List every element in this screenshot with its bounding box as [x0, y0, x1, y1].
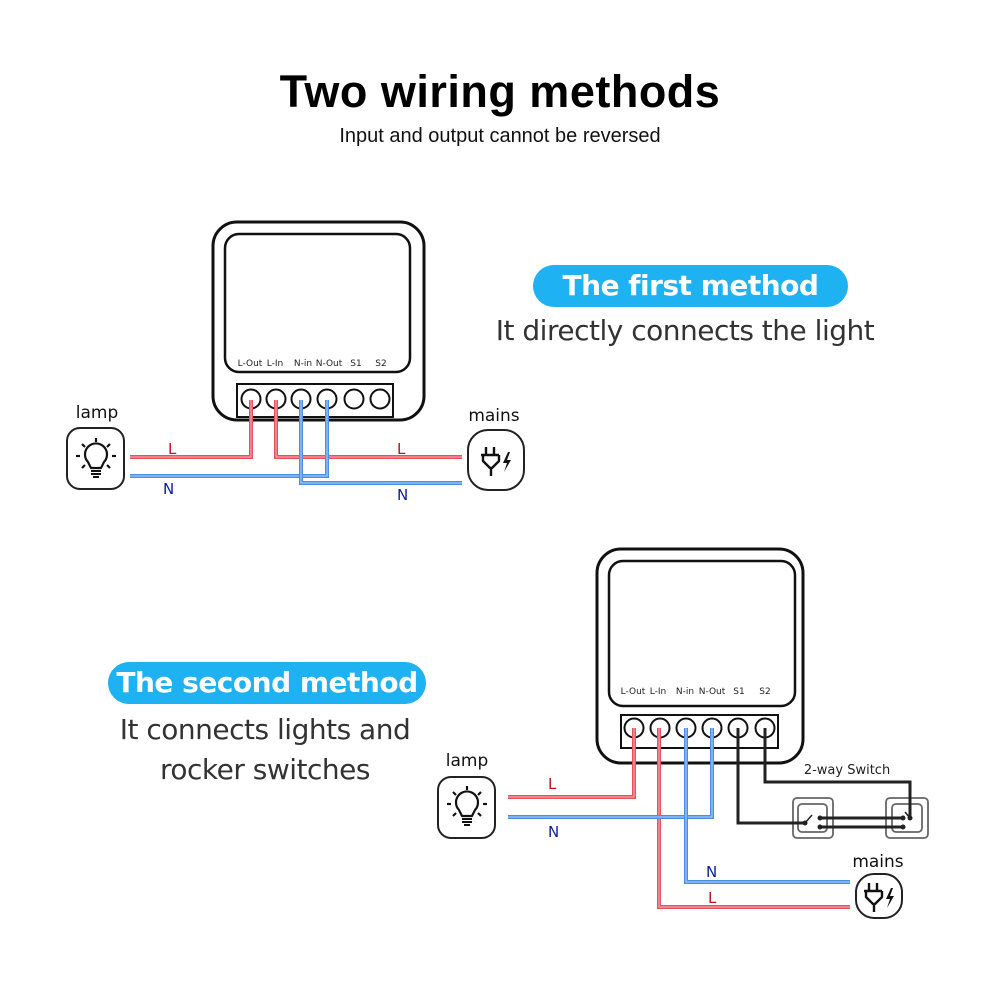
method2-wires: [508, 728, 913, 909]
m1-terminal-label: N-Out: [316, 359, 343, 369]
method1-device: [211, 220, 426, 422]
m2-terminal-label: L-In: [650, 687, 666, 697]
m2-mains-neutral-label: N: [706, 863, 717, 881]
m2-terminal-label: N-Out: [699, 687, 726, 697]
method2-description-line1: It connects lights and: [119, 713, 411, 746]
m1-mains-label: mains: [468, 406, 519, 426]
m1-terminal-label: N-in: [294, 359, 312, 369]
m2-wire-s2: [763, 728, 912, 818]
m1-terminal-label: L-In: [267, 359, 283, 369]
m2-wire-s1: [736, 728, 805, 825]
page-subtitle: Input and output cannot be reversed: [339, 125, 661, 147]
m1-terminal-s2: [369, 388, 391, 410]
m2-mains-live-label: L: [708, 889, 717, 907]
method1-terminal-strip: L-Out L-In N-in N-Out S1 S2: [238, 359, 391, 410]
m2-lamp: [437, 776, 496, 839]
m1-terminal-label: S2: [375, 359, 386, 369]
method2-device: [595, 547, 805, 765]
method2-description-line2: rocker switches: [160, 753, 370, 786]
m1-mains: [467, 429, 525, 491]
m2-terminal-label: S2: [759, 687, 770, 697]
m2-mains: [855, 873, 903, 919]
method1-wires: [130, 400, 462, 485]
m2-mains-label: mains: [852, 852, 903, 872]
m1-lamp-neutral-label: N: [163, 480, 174, 498]
m2-lamp-live-label: L: [548, 775, 557, 793]
m1-lamp-live-label: L: [168, 440, 177, 458]
m1-terminal-label: L-Out: [238, 359, 263, 369]
m2-switch-label: 2-way Switch: [804, 763, 890, 778]
method2-description: It connects lights and rocker switches: [90, 710, 440, 790]
m2-lamp-neutral-label: N: [548, 823, 559, 841]
m2-terminal-label: S1: [733, 687, 744, 697]
page-title: Two wiring methods: [279, 66, 721, 117]
m1-lamp-label: lamp: [76, 403, 119, 423]
method1-badge: The first method: [533, 265, 848, 307]
m2-terminal-label: L-Out: [621, 687, 646, 697]
m1-mains-neutral-label: N: [397, 486, 408, 504]
m2-lamp-label: lamp: [446, 751, 489, 771]
method2-badge: The second method: [108, 662, 426, 704]
m1-mains-live-label: L: [397, 440, 406, 458]
m2-terminal-label: N-in: [676, 687, 694, 697]
method1-description: It directly connects the light: [495, 314, 875, 347]
m1-terminal-s1: [343, 388, 365, 410]
m1-terminal-label: S1: [350, 359, 361, 369]
m1-lamp: [66, 427, 125, 490]
